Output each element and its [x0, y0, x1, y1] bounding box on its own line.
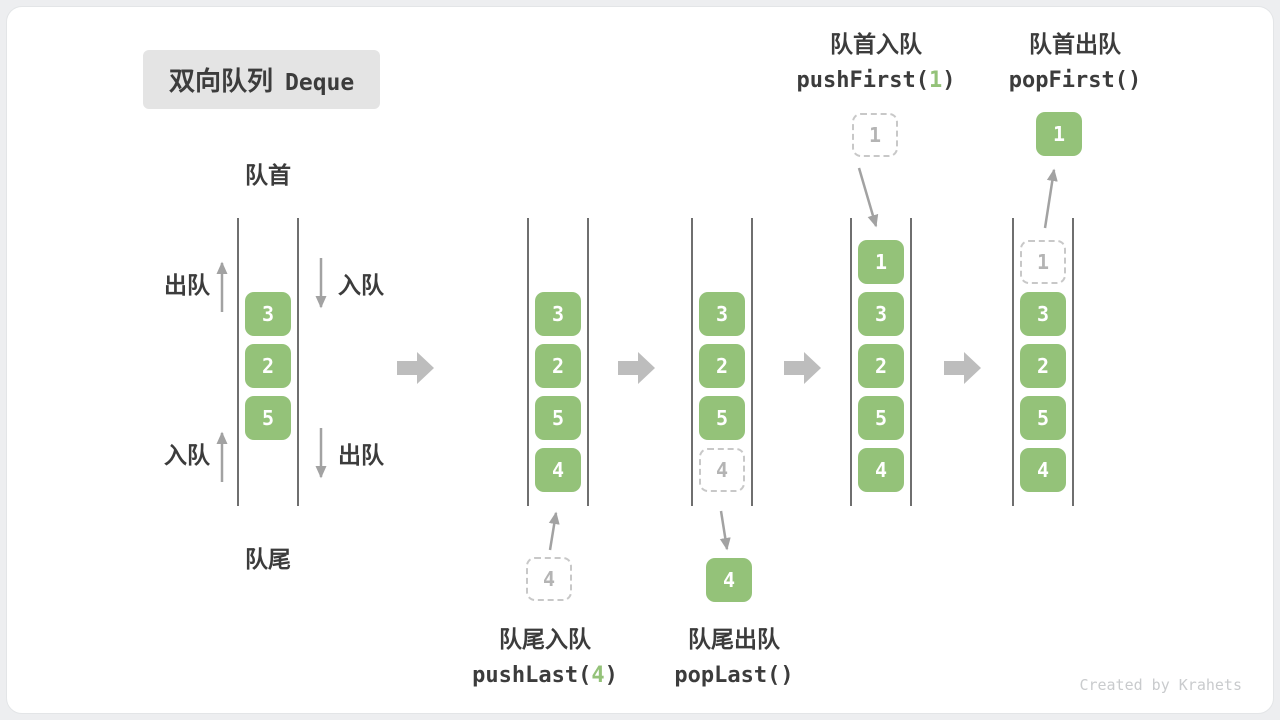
queue-rail [237, 218, 239, 506]
step-arrow [618, 352, 655, 384]
queue-cell-after-push-first: 1 [858, 240, 904, 284]
queue-cell-after-push-first: 2 [858, 344, 904, 388]
poplast-arrow [719, 510, 731, 551]
pushfirst-arrow [857, 167, 879, 228]
title-en: Deque [285, 70, 355, 96]
queue-cell-after-push-last: 5 [535, 396, 581, 440]
queue-cell-during-pop-last: 3 [699, 292, 745, 336]
queue-rail [1012, 218, 1014, 506]
queue-cell-after-push-first: 3 [858, 292, 904, 336]
pushlast-title: 队尾入队 [499, 626, 591, 652]
step-arrow [944, 352, 981, 384]
code-pre: pushFirst( [796, 68, 929, 93]
queue-rail [910, 218, 912, 506]
queue-cell-during-pop-first: 3 [1020, 292, 1066, 336]
incoming-cell-pushlast: 4 [526, 557, 572, 601]
queue-cell-after-push-first: 4 [858, 448, 904, 492]
code-arg: 1 [928, 68, 943, 93]
poplast-code: popLast() [674, 663, 794, 688]
queue-cell-during-pop-last: 5 [699, 396, 745, 440]
queue-cell-during-pop-last: 2 [699, 344, 745, 388]
queue-cell-during-pop-first: 1 [1020, 240, 1066, 284]
queue-rail [850, 218, 852, 506]
popfirst-label: 队首出队 popFirst() [1009, 31, 1141, 94]
popfirst-arrow [1043, 168, 1058, 229]
enqueue-label-bottom-left: 入队 [164, 442, 210, 468]
queue-rail [297, 218, 299, 506]
step-arrow [397, 352, 434, 384]
queue-cell-during-pop-last: 4 [699, 448, 745, 492]
queue-rail [527, 218, 529, 506]
pushlast-code: pushLast(4) [472, 663, 618, 689]
pushlast-label: 队尾入队 pushLast(4) [472, 626, 618, 689]
queue-rail [587, 218, 589, 506]
queue-rail [751, 218, 753, 506]
queue-rail [691, 218, 693, 506]
dequeue-label-bottom-right: 出队 [338, 442, 384, 468]
popfirst-title: 队首出队 [1028, 31, 1121, 57]
pushfirst-code: pushFirst(1) [797, 68, 956, 94]
queue-cell-initial: 3 [245, 292, 291, 336]
outgoing-cell-poplast: 4 [706, 558, 752, 602]
code-post: ) [604, 663, 618, 688]
front-label: 队首 [245, 162, 291, 188]
pushlast-arrow [548, 511, 560, 551]
queue-cell-after-push-last: 2 [535, 344, 581, 388]
queue-cell-after-push-first: 5 [858, 396, 904, 440]
dequeue-label-top-left: 出队 [164, 272, 210, 298]
code-arg: 4 [591, 663, 605, 688]
queue-cell-after-push-last: 3 [535, 292, 581, 336]
poplast-label: 队尾出队 popLast() [674, 626, 793, 689]
queue-cell-during-pop-first: 2 [1020, 344, 1066, 388]
queue-cell-after-push-last: 4 [535, 448, 581, 492]
queue-cell-initial: 5 [245, 396, 291, 440]
code-pre: pushLast( [472, 663, 592, 688]
title-zh: 双向队列 [169, 66, 274, 96]
queue-cell-during-pop-first: 5 [1020, 396, 1066, 440]
enqueue-label-top-right: 入队 [338, 272, 384, 298]
title-box: 双向队列 Deque [143, 50, 381, 109]
rear-label: 队尾 [245, 546, 291, 572]
pushfirst-label: 队首入队 pushFirst(1) [797, 31, 956, 94]
step-arrow [784, 352, 821, 384]
incoming-cell-pushfirst: 1 [852, 113, 898, 157]
watermark: Created by Krahets [1079, 676, 1242, 694]
queue-cell-during-pop-first: 4 [1020, 448, 1066, 492]
queue-rail [1072, 218, 1074, 506]
queue-cell-initial: 2 [245, 344, 291, 388]
outgoing-cell-popfirst: 1 [1036, 112, 1082, 156]
pushfirst-title: 队首入队 [829, 31, 922, 57]
code-post: ) [942, 68, 956, 93]
popfirst-code: popFirst() [1008, 68, 1142, 93]
poplast-title: 队尾出队 [688, 626, 780, 652]
